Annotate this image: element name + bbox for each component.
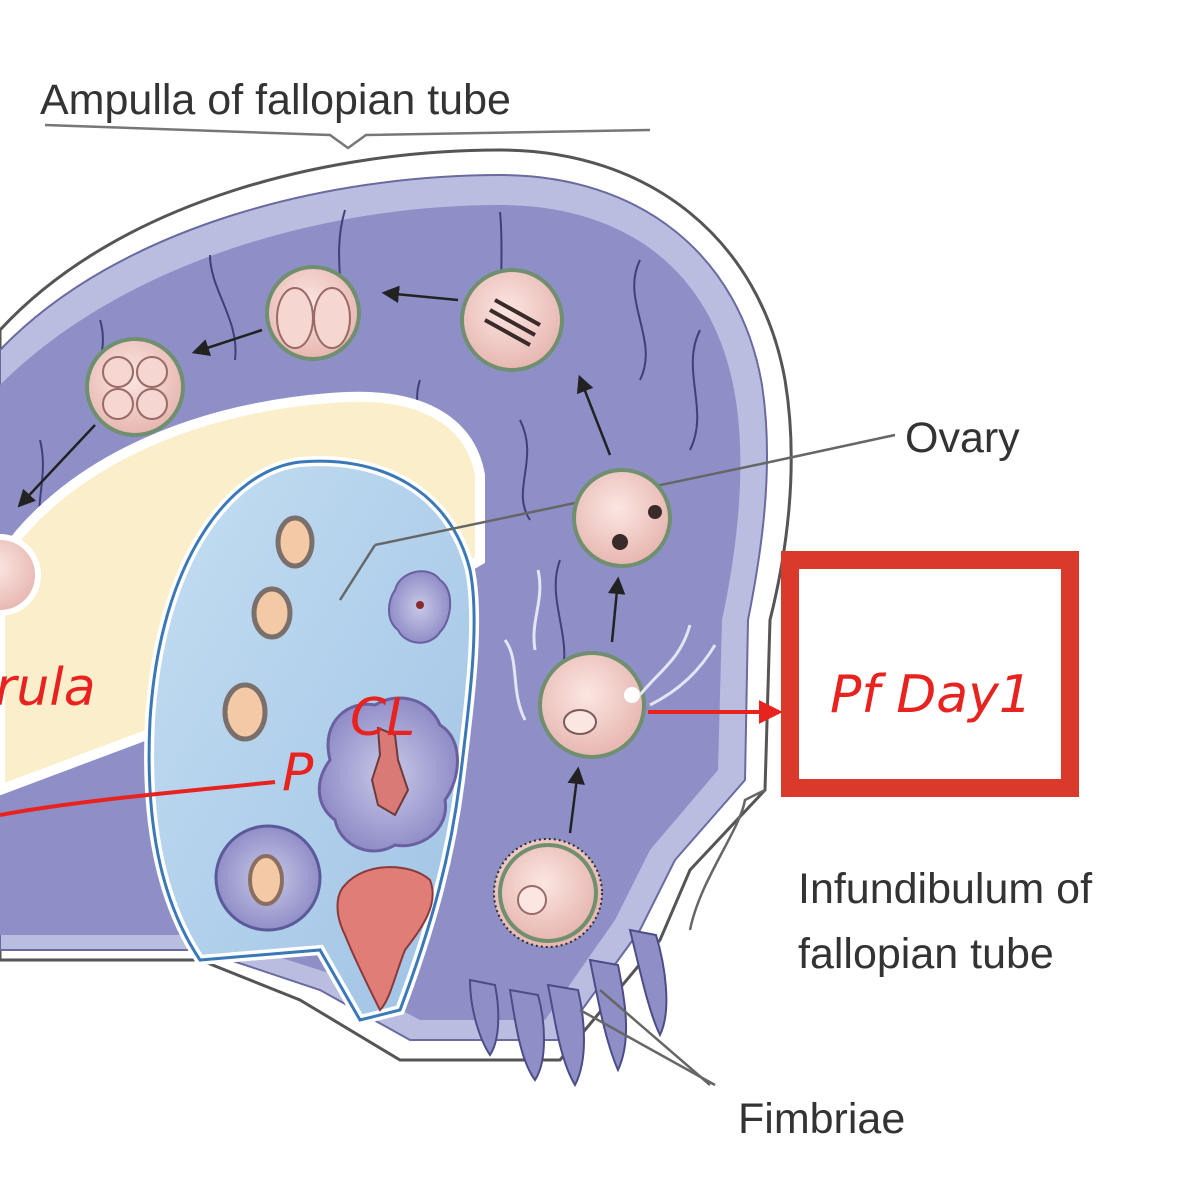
secondary-follicle [214,824,322,932]
label-fimbriae: Fimbriae [738,1095,905,1143]
migration-arrows [17,285,626,834]
label-ovary: Ovary [905,414,1020,462]
pronuclei-stage [572,468,672,568]
corpus-luteum [317,696,459,853]
partial-cell-left [0,534,41,616]
label-ampulla: Ampulla of fallopian tube [40,76,511,124]
annotation-cl: CL [350,688,415,748]
metaphase-cell [460,268,564,372]
sperm [503,569,717,721]
annotation-box [781,551,1079,797]
ovary-outline [147,459,476,1022]
annotation-p: P [282,743,314,803]
primary-follicles [222,515,315,742]
red-annotations [0,551,1079,817]
fimbriae-fingers [468,928,668,1088]
oocyte-fimbriae [493,838,603,948]
annotation-morula: rula [0,658,96,718]
leader-lines [44,123,896,1087]
label-infundibulum-line1: Infundibulum of [798,865,1093,913]
annotation-box-text: Pf Day1 [830,665,1032,725]
atretic-follicle [388,570,452,644]
annotation-line [0,780,276,817]
fertilized-oocyte [538,651,646,759]
four-cell-stage [85,337,185,437]
label-infundibulum-line2: fallopian tube [798,930,1054,978]
ruptured-follicle [336,866,434,1012]
two-cell-stage [265,265,361,361]
